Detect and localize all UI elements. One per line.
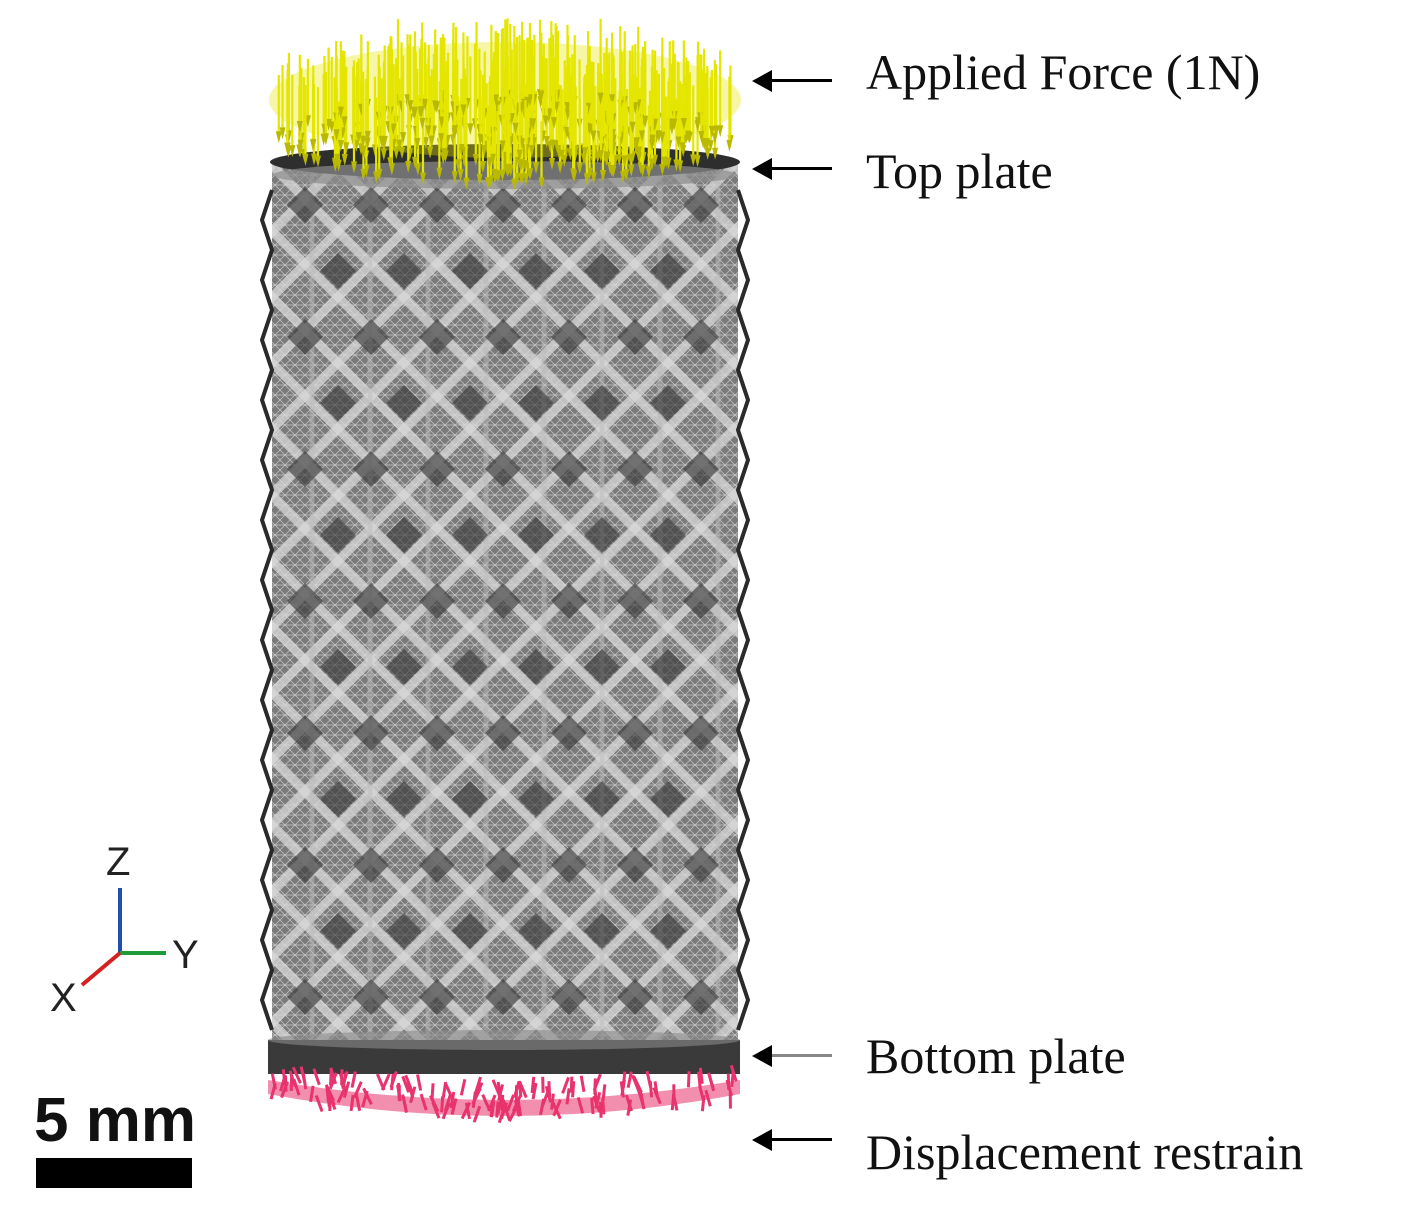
displacement-restrain-label: Displacement restrain — [866, 1124, 1304, 1180]
x-axis-line — [80, 951, 122, 987]
scale-bar — [36, 1158, 192, 1188]
bottom-plate — [268, 1030, 740, 1074]
x-axis-label: X — [50, 976, 77, 1020]
y-axis-label: Y — [172, 933, 199, 977]
displacement-restraint-arrows — [268, 1064, 740, 1124]
applied-force-label: Applied Force (1N) — [866, 44, 1261, 100]
bottom-plate-label: Bottom plate — [866, 1028, 1126, 1084]
cylinder-body — [259, 161, 751, 1064]
applied-force-arrows — [269, 18, 741, 191]
top-plate-label: Top plate — [866, 143, 1053, 199]
z-axis-label: Z — [106, 840, 131, 884]
scale-bar-label: 5 mm — [34, 1086, 196, 1155]
coordinate-axes-icon — [80, 888, 166, 987]
